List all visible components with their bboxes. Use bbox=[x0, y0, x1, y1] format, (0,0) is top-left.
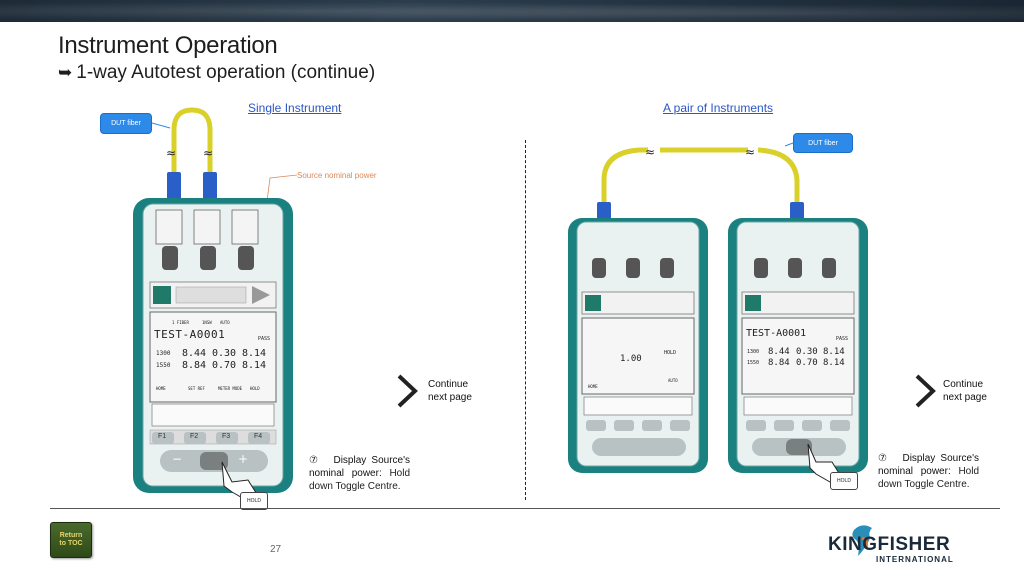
pair-a-softkey-1: HOME bbox=[588, 384, 598, 389]
dut-fiber-callout-left: DUT fiber bbox=[100, 113, 152, 134]
top-label-3: AUTO bbox=[220, 320, 230, 325]
pair-b-row1-3: 8.14 bbox=[823, 347, 845, 357]
continue-left[interactable]: Continue next page bbox=[428, 378, 472, 404]
return-line2: to TOC bbox=[59, 540, 83, 547]
pair-a-display: 1.00 HOLD AUTO HOME bbox=[584, 320, 692, 392]
logo-subtitle: INTERNATIONAL bbox=[876, 555, 954, 564]
left-val-2: 1550 bbox=[156, 362, 171, 369]
top-label-2: 1NSW bbox=[202, 320, 212, 325]
note-right-number: ⑦ bbox=[878, 453, 890, 464]
footer-rule bbox=[50, 508, 1000, 509]
result-badge: PASS bbox=[257, 336, 270, 342]
note-left-action: Hold down Toggle Centre. bbox=[309, 468, 411, 492]
pair-instrument-b bbox=[728, 218, 868, 473]
kingfisher-logo: KINGFISHER INTERNATIONAL bbox=[826, 522, 974, 564]
pair-instruments-link[interactable]: A pair of Instruments bbox=[663, 101, 774, 115]
row2-val-1: 8.84 bbox=[182, 360, 207, 371]
fkey-f1[interactable]: F1 bbox=[158, 433, 167, 440]
note-right: ⑦ Display Source's nominal power: Hold d… bbox=[878, 452, 979, 491]
softkey-2: SET REF bbox=[188, 386, 205, 391]
note-left: ⑦ Display Source's nominal power: Hold d… bbox=[309, 454, 410, 493]
page-subtitle: ➥1-way Autotest operation (continue) bbox=[58, 62, 375, 84]
pair-b-row2-1: 8.84 bbox=[768, 358, 790, 368]
top-banner bbox=[0, 0, 1024, 22]
pair-a-hold: HOLD bbox=[664, 350, 677, 356]
fkey-f3[interactable]: F3 bbox=[222, 433, 231, 440]
subtitle-text: 1-way Autotest operation (continue) bbox=[76, 62, 376, 83]
pair-b-row2-2: 0.70 bbox=[796, 358, 818, 368]
pair-b-test-name: TEST-A0001 bbox=[746, 328, 807, 339]
chevron-right-icon[interactable] bbox=[395, 374, 419, 408]
continue-right-line1: Continue bbox=[943, 379, 984, 390]
single-instrument-link[interactable]: Single Instrument bbox=[248, 101, 342, 115]
return-line1: Return bbox=[59, 532, 83, 539]
pair-b-display: TEST-A0001 PASS 1300 1550 8.44 0.30 8.14… bbox=[744, 320, 852, 392]
test-name: TEST-A0001 bbox=[154, 328, 226, 341]
note-left-number: ⑦ bbox=[309, 455, 321, 466]
column-divider bbox=[525, 140, 526, 500]
toggle-minus[interactable]: − bbox=[172, 452, 183, 466]
hold-badge-right: HOLD bbox=[830, 472, 858, 490]
row1-val-1: 8.44 bbox=[182, 348, 207, 359]
note-right-lead: Display Source's nominal power: bbox=[878, 453, 979, 477]
row1-val-2: 0.30 bbox=[212, 348, 237, 359]
logo-wordmark: KINGFISHER bbox=[828, 534, 951, 555]
row2-val-3: 8.14 bbox=[242, 360, 267, 371]
dut-fiber-callout-right: DUT fiber bbox=[793, 133, 853, 153]
continue-left-line2: next page bbox=[428, 392, 472, 403]
pair-instrument-a bbox=[568, 218, 708, 473]
pair-b-row1-2: 0.30 bbox=[796, 347, 818, 357]
continue-left-line1: Continue bbox=[428, 379, 469, 390]
arrow-icon: ➥ bbox=[58, 63, 73, 82]
pair-b-row1-1: 8.44 bbox=[768, 347, 790, 357]
row1-val-3: 8.14 bbox=[242, 348, 267, 359]
pair-a-mode: AUTO bbox=[668, 378, 678, 383]
page-title: Instrument Operation bbox=[58, 32, 278, 59]
fkey-f2[interactable]: F2 bbox=[190, 433, 199, 440]
pair-b-left-val-1: 1300 bbox=[747, 349, 760, 355]
svg-text:≈: ≈ bbox=[203, 146, 213, 160]
left-fkeys: F1 F2 F3 F4 bbox=[152, 432, 274, 444]
return-to-toc-button[interactable]: Return to TOC bbox=[50, 522, 92, 558]
hold-badge-left: HOLD bbox=[240, 492, 268, 510]
pair-b-result: PASS bbox=[835, 336, 848, 342]
pair-b-row2-3: 8.14 bbox=[823, 358, 845, 368]
source-nominal-power-label: Source nominal power bbox=[297, 171, 377, 180]
note-right-action: Hold down Toggle Centre. bbox=[878, 466, 980, 490]
top-label-1: 1 FIBER bbox=[172, 320, 189, 325]
continue-right[interactable]: Continue next page bbox=[943, 378, 987, 404]
continue-right-line2: next page bbox=[943, 392, 987, 403]
softkey-4: HOLD bbox=[250, 386, 260, 391]
note-left-lead: Display Source's nominal power: bbox=[309, 455, 410, 479]
fkey-f4[interactable]: F4 bbox=[254, 433, 263, 440]
page-number: 27 bbox=[270, 544, 282, 555]
left-val-1: 1300 bbox=[156, 350, 171, 357]
left-display: TEST-A0001 1 FIBER 1NSW AUTO PASS 1300 1… bbox=[152, 314, 274, 400]
svg-text:≈: ≈ bbox=[166, 146, 176, 160]
pair-a-value: 1.00 bbox=[620, 354, 642, 364]
softkey-3: METER MODE bbox=[218, 386, 243, 391]
left-instrument bbox=[133, 198, 293, 493]
svg-text:≈: ≈ bbox=[645, 145, 655, 159]
svg-text:≈: ≈ bbox=[745, 145, 755, 159]
softkey-1: HOME bbox=[156, 386, 166, 391]
row2-val-2: 0.70 bbox=[212, 360, 237, 371]
toggle-plus[interactable]: + bbox=[238, 452, 249, 466]
pair-b-left-val-2: 1550 bbox=[747, 360, 760, 366]
kingfisher-bird-icon bbox=[852, 525, 872, 556]
chevron-right-icon[interactable] bbox=[913, 374, 937, 408]
